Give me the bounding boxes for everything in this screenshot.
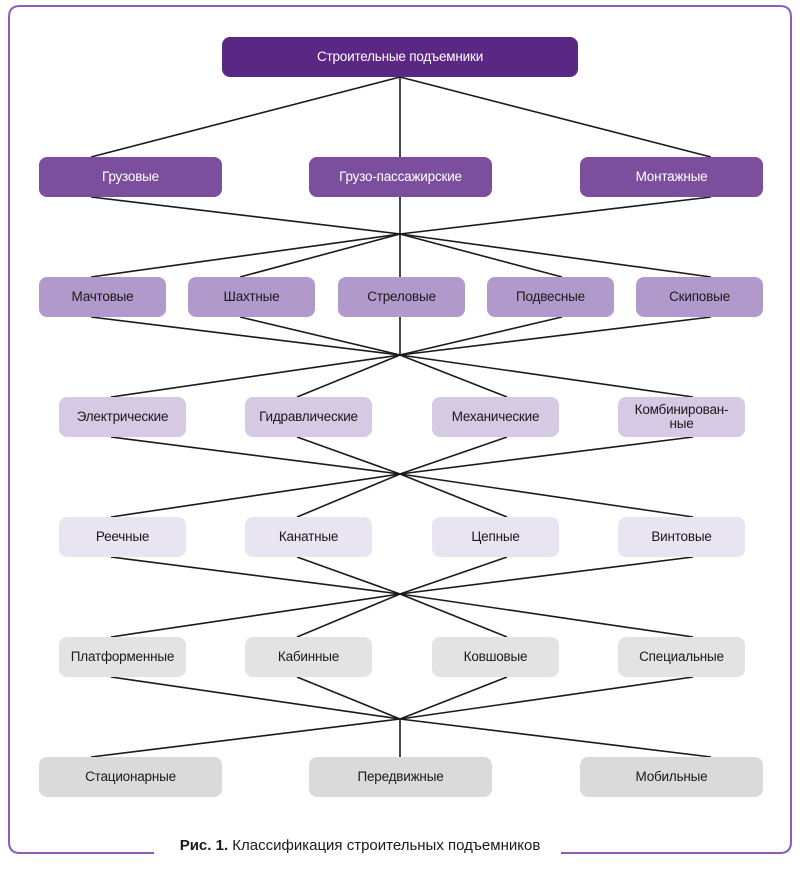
node-label: Подвесные [516, 289, 585, 304]
connector-line [399, 556, 508, 595]
node-by-lifting-mechanism: Цепные [432, 517, 559, 557]
connector-line [110, 593, 401, 638]
node-by-mobility: Мобильные [580, 757, 763, 797]
node-by-lifting-mechanism: Реечные [59, 517, 186, 557]
connector-line [110, 556, 401, 595]
node-by-design: Скиповые [636, 277, 763, 317]
node-by-lifting-mechanism: Канатные [245, 517, 372, 557]
connector-line [399, 76, 712, 158]
node-label: Стреловые [367, 289, 436, 304]
connector-line [399, 676, 508, 720]
connector-line [110, 436, 401, 475]
connector-line [399, 436, 508, 475]
connector-line [399, 233, 563, 278]
node-label: Мобильные [635, 769, 708, 784]
connector-line [399, 473, 694, 518]
connector-line [296, 593, 401, 638]
node-label: Комбинирован- ные [634, 402, 729, 431]
node-label: Специальные [639, 649, 724, 664]
connector-line [399, 233, 712, 278]
connector-line [296, 473, 401, 518]
node-by-drive: Гидравлические [245, 397, 372, 437]
connector-line [239, 233, 401, 278]
node-label: Платформенные [70, 649, 175, 664]
node-by-load-carrier: Кабинные [245, 637, 372, 677]
connector-line [296, 354, 401, 398]
connector-line [399, 316, 712, 356]
connector-line [399, 196, 712, 235]
node-label: Кабинные [277, 649, 340, 664]
connector-line [296, 556, 401, 595]
connector-line [399, 436, 694, 475]
node-label: Шахтные [223, 289, 280, 304]
node-by-purpose: Грузовые [39, 157, 222, 197]
node-by-design: Подвесные [487, 277, 614, 317]
connector-line [399, 354, 508, 398]
node-label: Канатные [278, 529, 339, 544]
connector-line [110, 354, 401, 398]
node-by-design: Шахтные [188, 277, 315, 317]
connector-line [399, 676, 694, 720]
node-by-lifting-mechanism: Винтовые [618, 517, 745, 557]
node-by-mobility: Стационарные [39, 757, 222, 797]
node-by-purpose: Грузо-пассажирские [309, 157, 492, 197]
node-root: Строительные подъемники [222, 37, 578, 77]
connector-line [90, 76, 401, 158]
node-by-drive: Комбинирован- ные [618, 397, 745, 437]
node-label: Винтовые [651, 529, 712, 544]
node-label: Монтажные [635, 169, 708, 184]
caption-text: Классификация строительных подъемников [232, 837, 541, 854]
node-label: Цепные [471, 529, 520, 544]
node-by-purpose: Монтажные [580, 157, 763, 197]
node-label: Ковшовые [463, 649, 528, 664]
node-label: Гидравлические [259, 409, 358, 424]
node-label: Мачтовые [71, 289, 134, 304]
node-by-load-carrier: Ковшовые [432, 637, 559, 677]
connector-line [239, 316, 401, 356]
connector-line [399, 316, 563, 356]
node-label: Грузовые [102, 169, 159, 184]
node-by-load-carrier: Платформенные [59, 637, 186, 677]
node-label: Механические [451, 409, 540, 424]
node-by-drive: Электрические [59, 397, 186, 437]
node-by-mobility: Передвижные [309, 757, 492, 797]
node-label: Грузо-пассажирские [339, 169, 462, 184]
connector-line [90, 196, 401, 235]
connector-line [90, 718, 401, 758]
connector-line [399, 354, 694, 398]
node-by-drive: Механические [432, 397, 559, 437]
node-by-design: Стреловые [338, 277, 465, 317]
connector-line [90, 233, 401, 278]
connector-line [110, 473, 401, 518]
connector-line [296, 436, 401, 475]
node-label: Скиповые [669, 289, 730, 304]
node-label: Стационарные [85, 769, 176, 784]
connector-line [399, 718, 712, 758]
figure-caption: Рис. 1. Классификация строительных подъе… [160, 836, 560, 856]
connector-line [399, 556, 694, 595]
frame-border [8, 5, 792, 854]
connector-line [110, 676, 401, 720]
node-by-design: Мачтовые [39, 277, 166, 317]
connector-line [296, 676, 401, 720]
connector-line [399, 593, 508, 638]
node-label: Строительные подъемники [316, 49, 484, 64]
caption-label: Рис. 1. [179, 837, 229, 854]
node-by-load-carrier: Специальные [618, 637, 745, 677]
connector-line [399, 473, 508, 518]
node-label: Реечные [95, 529, 150, 544]
connector-line [399, 593, 694, 638]
node-label: Электрические [76, 409, 169, 424]
connector-line [90, 316, 401, 356]
node-label: Передвижные [357, 769, 444, 784]
